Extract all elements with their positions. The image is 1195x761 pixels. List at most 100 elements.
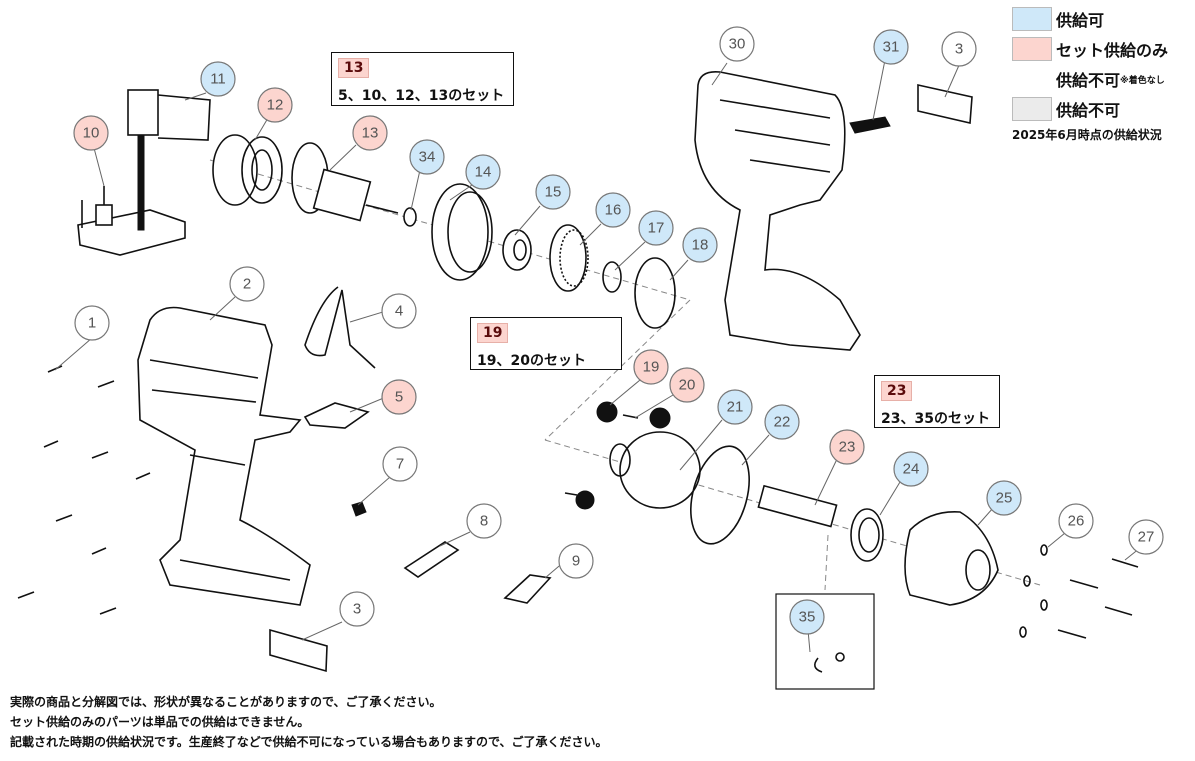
callout-circle <box>764 404 800 440</box>
part-27-bolts <box>1057 558 1139 639</box>
part-5-switch-plate <box>303 402 370 429</box>
part-1-screws <box>17 365 151 615</box>
legend-swatch-unavailable <box>1012 97 1052 121</box>
callout-part-17: 17 <box>638 210 674 246</box>
callout-circle <box>381 293 417 329</box>
callout-circle <box>466 503 502 539</box>
callout-circle <box>633 349 669 385</box>
legend-item-set-only: セット供給のみ <box>1012 34 1195 64</box>
callout-number: 1 <box>88 315 96 332</box>
legend-item-unavailable: 供給不可 <box>1012 94 1195 124</box>
callout-circle <box>465 154 501 190</box>
callout-number: 2 <box>243 276 251 293</box>
callout-part-15: 15 <box>535 174 571 210</box>
legend-as-of-date: 2025年6月時点の供給状況 <box>1012 128 1162 142</box>
part-17-washer <box>602 261 622 293</box>
part-3-label-bottom <box>269 628 328 673</box>
part-4-belt-hook <box>304 286 376 369</box>
part-9-label <box>503 574 552 604</box>
part-22-o-ring <box>690 445 750 545</box>
callout-number: 17 <box>648 220 665 237</box>
assembly-axis-35 <box>824 534 829 591</box>
callout-circle <box>893 451 929 487</box>
callout-number: 5 <box>395 389 403 406</box>
set-box-19: 19 19、20のセット <box>470 317 622 370</box>
leader-lines <box>54 59 1141 653</box>
legend-label: 供給不可 <box>1056 71 1121 90</box>
legend-swatch-available <box>1012 7 1052 31</box>
callout-part-24: 24 <box>893 451 929 487</box>
callout-part-30: 30 <box>719 26 755 62</box>
part-15-bearing <box>502 229 532 271</box>
callout-number: 19 <box>643 359 660 376</box>
callout-number: 25 <box>996 490 1013 507</box>
callout-part-4: 4 <box>381 293 417 329</box>
part-16-ring-gear <box>549 224 589 292</box>
callout-part-31: 31 <box>873 29 909 65</box>
part-30-housing-right <box>694 70 861 351</box>
part-31-clip <box>849 116 891 134</box>
callout-part-35: 35 <box>789 599 825 635</box>
callout-circle <box>339 591 375 627</box>
callout-part-21: 21 <box>717 389 753 425</box>
callout-number: 18 <box>692 237 709 254</box>
callout-part-23: 23 <box>829 429 865 465</box>
part-11-switch <box>127 89 211 231</box>
callout-part-1: 1 <box>74 305 110 341</box>
legend-label: 供給不可 <box>1056 101 1121 120</box>
callout-number: 34 <box>419 149 436 166</box>
callout-part-34: 34 <box>409 139 445 175</box>
part-26-washers <box>1019 544 1048 638</box>
callout-circle <box>873 29 909 65</box>
part-19-planet-gear-2 <box>649 407 671 429</box>
footnote-2: セット供給のみのパーツは単品での供給はできません。 <box>10 715 310 729</box>
callout-number: 22 <box>774 414 791 431</box>
callout-number: 16 <box>605 202 622 219</box>
callout-circle <box>941 31 977 67</box>
footnote-1: 実際の商品と分解図では、形状が異なることがありますので、ご了承ください。 <box>10 695 442 709</box>
set-box-tag: 23 <box>881 381 913 401</box>
footnotes: 実際の商品と分解図では、形状が異なることがありますので、ご了承ください。 セット… <box>10 692 608 752</box>
callout-circle <box>382 446 418 482</box>
part-2-housing-left <box>137 306 311 606</box>
legend-swatch-set-only <box>1012 37 1052 61</box>
part-35-retaining-ring <box>814 652 845 673</box>
legend-item-unavailable-uncolored: 供給不可 ※着色なし <box>1012 64 1195 94</box>
callout-part-20: 20 <box>669 367 705 403</box>
part-14-gear-housing <box>431 183 493 281</box>
set-box-tag: 13 <box>338 58 370 78</box>
callout-number: 14 <box>475 164 492 181</box>
legend-note: ※着色なし <box>1120 75 1165 86</box>
callout-number: 35 <box>799 609 816 626</box>
callout-circle <box>381 379 417 415</box>
callout-part-18: 18 <box>682 227 718 263</box>
part-8-led-module <box>403 541 460 578</box>
callout-circle <box>73 115 109 151</box>
callout-circle <box>558 543 594 579</box>
set-box-text: 5、10、12、13のセット <box>338 88 505 104</box>
callout-number: 3 <box>353 601 361 618</box>
part-34-washer <box>403 207 417 227</box>
legend-label: 供給可 <box>1056 11 1105 30</box>
part-19-planet-gear-3 <box>575 490 595 510</box>
part-13-rotor <box>291 142 399 222</box>
callout-circle <box>1128 519 1164 555</box>
part-23-anvil <box>757 484 838 528</box>
callout-circle <box>717 389 753 425</box>
legend-swatch-uncolored <box>1012 67 1052 91</box>
callout-part-19: 19 <box>633 349 669 385</box>
part-25-front-cover <box>904 511 999 606</box>
callout-part-14: 14 <box>465 154 501 190</box>
callout-number: 8 <box>480 513 488 530</box>
set-box-23: 23 23、35のセット <box>874 375 1000 428</box>
callout-part-25: 25 <box>986 480 1022 516</box>
callout-number: 13 <box>362 125 379 142</box>
set-box-text: 19、20のセット <box>477 353 586 369</box>
callout-number: 26 <box>1068 513 1085 530</box>
callout-part-3: 3 <box>339 591 375 627</box>
callout-number: 4 <box>395 303 403 320</box>
callout-number: 31 <box>883 39 900 56</box>
callout-part-27: 27 <box>1128 519 1164 555</box>
callout-part-26: 26 <box>1058 503 1094 539</box>
